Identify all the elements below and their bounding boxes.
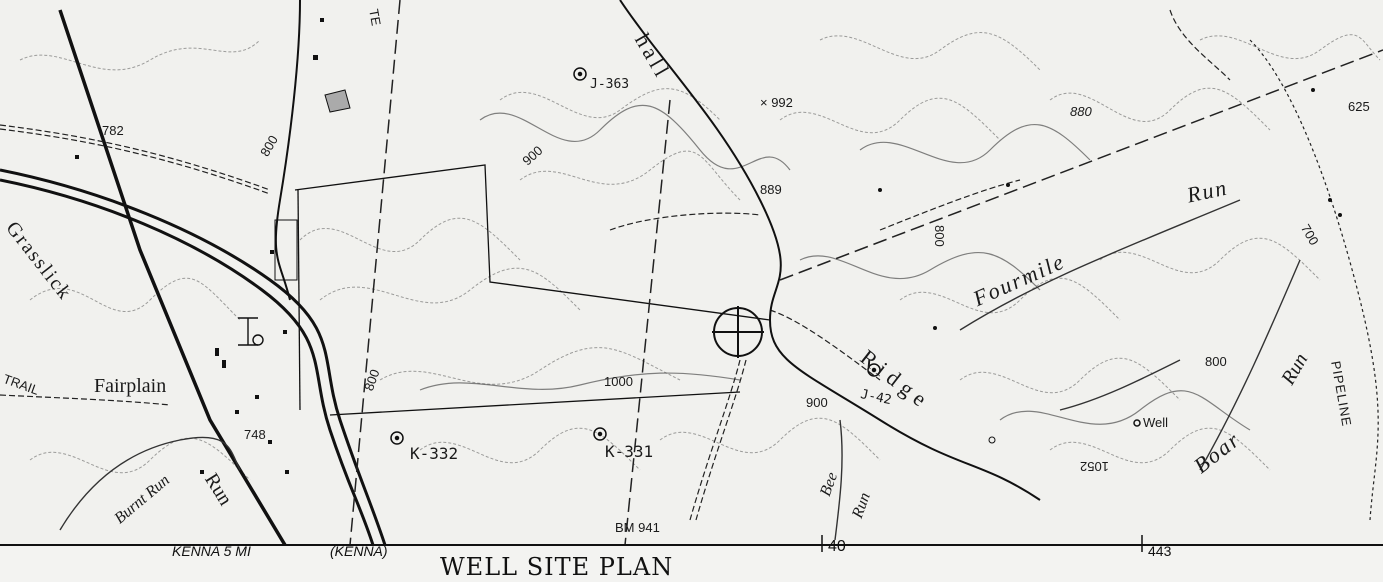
elev-992: × 992	[760, 95, 793, 110]
elev-900-b: 900	[806, 395, 828, 410]
contour-lines	[19, 32, 1381, 481]
label-well-k332: K-332	[410, 444, 459, 463]
well-site-target	[712, 306, 764, 358]
grid-label-40: 40	[828, 538, 846, 555]
elev-625: 625	[1348, 99, 1370, 114]
pipeline-line	[1249, 39, 1379, 521]
label-kenna: (KENNA)	[330, 543, 388, 559]
elev-800-c: 800	[1205, 354, 1227, 369]
label-te: TE	[366, 7, 384, 27]
map-title: WELL SITE PLAN	[440, 553, 674, 581]
roads	[0, 9, 1231, 521]
boundary-lines	[349, 0, 1383, 546]
elev-880: 880	[1070, 104, 1092, 119]
property-boundary	[294, 164, 771, 416]
label-well-j363: J-363	[590, 77, 630, 92]
elev-782: 782	[102, 123, 124, 138]
cemetery-symbol	[238, 317, 264, 346]
contour-index-lines	[419, 104, 1251, 431]
well-markers	[390, 67, 1141, 445]
pond	[324, 89, 351, 113]
map-background	[0, 0, 1383, 545]
railroad	[0, 9, 387, 546]
streams	[59, 199, 1301, 541]
elev-889: 889	[760, 182, 782, 197]
elev-748: 748	[244, 427, 266, 442]
label-fairplain: Fairplain	[94, 375, 167, 397]
elev-1052: 1052	[1080, 459, 1109, 474]
buildings	[75, 18, 324, 474]
building-block	[274, 219, 298, 281]
spot-markers	[878, 88, 1342, 444]
label-well-k331: K-331	[605, 442, 654, 461]
label-well: Well	[1143, 415, 1169, 430]
elev-800-b: 800	[932, 225, 947, 247]
grid-label-443: 443	[1148, 543, 1172, 559]
label-kenna-5-mi: KENNA 5 MI	[172, 543, 251, 559]
elev-1000: 1000	[604, 374, 633, 389]
benchmark-941: BM 941	[615, 520, 660, 535]
